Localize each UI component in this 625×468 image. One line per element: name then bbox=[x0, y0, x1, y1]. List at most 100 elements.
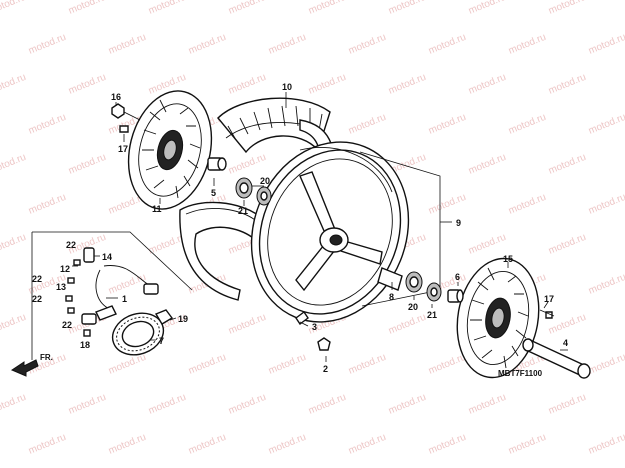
direction-label: FR. bbox=[40, 353, 53, 362]
watermark-text: motod.ru bbox=[507, 112, 548, 137]
callout-22-a: 22 bbox=[66, 240, 76, 250]
callout-15: 15 bbox=[503, 254, 513, 264]
callout-9: 9 bbox=[456, 218, 461, 228]
pulser-ring-7 bbox=[111, 312, 165, 356]
bolt-17-left bbox=[119, 125, 129, 133]
callout-2: 2 bbox=[323, 364, 328, 374]
callout-21-right: 21 bbox=[427, 310, 437, 320]
watermark-text: motod.ru bbox=[27, 192, 68, 217]
watermark-text: motod.ru bbox=[547, 72, 588, 97]
watermark-text: motod.ru bbox=[227, 152, 268, 177]
callout-11: 11 bbox=[152, 204, 162, 214]
watermark-text: motod.ru bbox=[27, 32, 68, 57]
callout-16: 16 bbox=[111, 92, 121, 102]
callout-21-left: 21 bbox=[238, 206, 248, 216]
watermark-text: motod.ru bbox=[467, 392, 508, 417]
watermark-text: motod.ru bbox=[467, 152, 508, 177]
watermark-text: motod.ru bbox=[67, 152, 108, 177]
watermark-text: motod.ru bbox=[427, 432, 468, 457]
callout-14: 14 bbox=[102, 252, 112, 262]
callout-13: 13 bbox=[56, 282, 66, 292]
abs-sensor-assembly bbox=[81, 247, 159, 325]
watermark-text: motod.ru bbox=[427, 352, 468, 377]
watermark-text: motod.ru bbox=[187, 352, 228, 377]
watermark-text: motod.ru bbox=[267, 432, 308, 457]
watermark-text: motod.ru bbox=[347, 432, 388, 457]
watermark-text: motod.ru bbox=[507, 32, 548, 57]
bolt-18 bbox=[83, 329, 91, 337]
watermark-text: motod.ru bbox=[387, 0, 428, 17]
bolt-16 bbox=[111, 103, 141, 121]
left-brake-disc bbox=[127, 90, 213, 210]
watermark-text: motod.ru bbox=[67, 72, 108, 97]
callout-labels: 10 16 17 5 20 21 11 9 8 20 21 6 15 17 4 … bbox=[32, 82, 568, 374]
watermark-text: motod.ru bbox=[347, 112, 388, 137]
watermark-text: motod.ru bbox=[387, 72, 428, 97]
watermark-text: motod.ru bbox=[547, 0, 588, 17]
callout-5: 5 bbox=[211, 188, 216, 198]
watermark-text: motod.ru bbox=[187, 432, 228, 457]
watermark-text: motod.ru bbox=[67, 392, 108, 417]
right-brake-disc bbox=[456, 257, 540, 379]
watermark-text: motod.ru bbox=[467, 72, 508, 97]
small-bolts-22 bbox=[65, 259, 81, 314]
callout-22-c: 22 bbox=[32, 294, 42, 304]
watermark-text: motod.ru bbox=[587, 352, 625, 377]
watermark-text: motod.ru bbox=[507, 432, 548, 457]
bearing-20-right bbox=[405, 271, 423, 293]
spacer-collar-5 bbox=[207, 157, 227, 171]
watermark-text: motod.ru bbox=[387, 312, 428, 337]
watermark-text: motod.ru bbox=[467, 0, 508, 17]
watermark-text: motod.ru bbox=[147, 0, 188, 17]
callout-7: 7 bbox=[159, 336, 164, 346]
callout-3: 3 bbox=[312, 322, 317, 332]
watermark-text: motod.ru bbox=[67, 0, 108, 17]
callout-4: 4 bbox=[563, 338, 568, 348]
callout-6: 6 bbox=[455, 272, 460, 282]
front-axle bbox=[522, 338, 591, 379]
watermark-text: motod.ru bbox=[227, 72, 268, 97]
inset-border bbox=[31, 231, 193, 360]
collar-6 bbox=[447, 289, 464, 303]
watermark-text: motod.ru bbox=[227, 0, 268, 17]
watermark-text: motod.ru bbox=[547, 232, 588, 257]
callout-17-right: 17 bbox=[544, 294, 554, 304]
callout-20-right: 20 bbox=[408, 302, 418, 312]
watermark-text: motod.ru bbox=[27, 112, 68, 137]
callout-1: 1 bbox=[122, 294, 127, 304]
front-direction-arrow: FR. bbox=[10, 353, 53, 377]
watermark-text: motod.ru bbox=[387, 392, 428, 417]
callout-18: 18 bbox=[80, 340, 90, 350]
watermark-text: motod.ru bbox=[347, 352, 388, 377]
watermark-text: motod.ru bbox=[587, 112, 625, 137]
watermark-text: motod.ru bbox=[147, 392, 188, 417]
watermark-text: motod.ru bbox=[0, 232, 28, 257]
watermark-text: motod.ru bbox=[107, 272, 148, 297]
watermark-text: motod.ru bbox=[0, 392, 28, 417]
callout-22-b: 22 bbox=[32, 274, 42, 284]
watermark-text: motod.ru bbox=[0, 72, 28, 97]
watermark-text: motod.ru bbox=[27, 432, 68, 457]
watermark-text: motod.ru bbox=[0, 0, 28, 17]
bearing-20-left bbox=[235, 177, 253, 199]
seal-21-right bbox=[426, 282, 442, 302]
callout-8: 8 bbox=[389, 292, 394, 302]
callout-17-left: 17 bbox=[118, 144, 128, 154]
valve-cap-2 bbox=[317, 337, 331, 351]
watermark-text: motod.ru bbox=[467, 232, 508, 257]
watermark-text: motod.ru bbox=[427, 192, 468, 217]
watermark-text: motod.ru bbox=[107, 352, 148, 377]
watermark-text: motod.ru bbox=[227, 312, 268, 337]
callout-22-d: 22 bbox=[62, 320, 72, 330]
watermark-text: motod.ru bbox=[587, 432, 625, 457]
watermark-text: motod.ru bbox=[547, 392, 588, 417]
watermark-text: motod.ru bbox=[307, 72, 348, 97]
callout-20-left: 20 bbox=[260, 176, 270, 186]
watermark-text: motod.ru bbox=[587, 32, 625, 57]
callout-19: 19 bbox=[178, 314, 188, 324]
wheel-rim bbox=[250, 141, 410, 326]
watermark-text: motod.ru bbox=[0, 312, 28, 337]
callout-10: 10 bbox=[282, 82, 292, 92]
